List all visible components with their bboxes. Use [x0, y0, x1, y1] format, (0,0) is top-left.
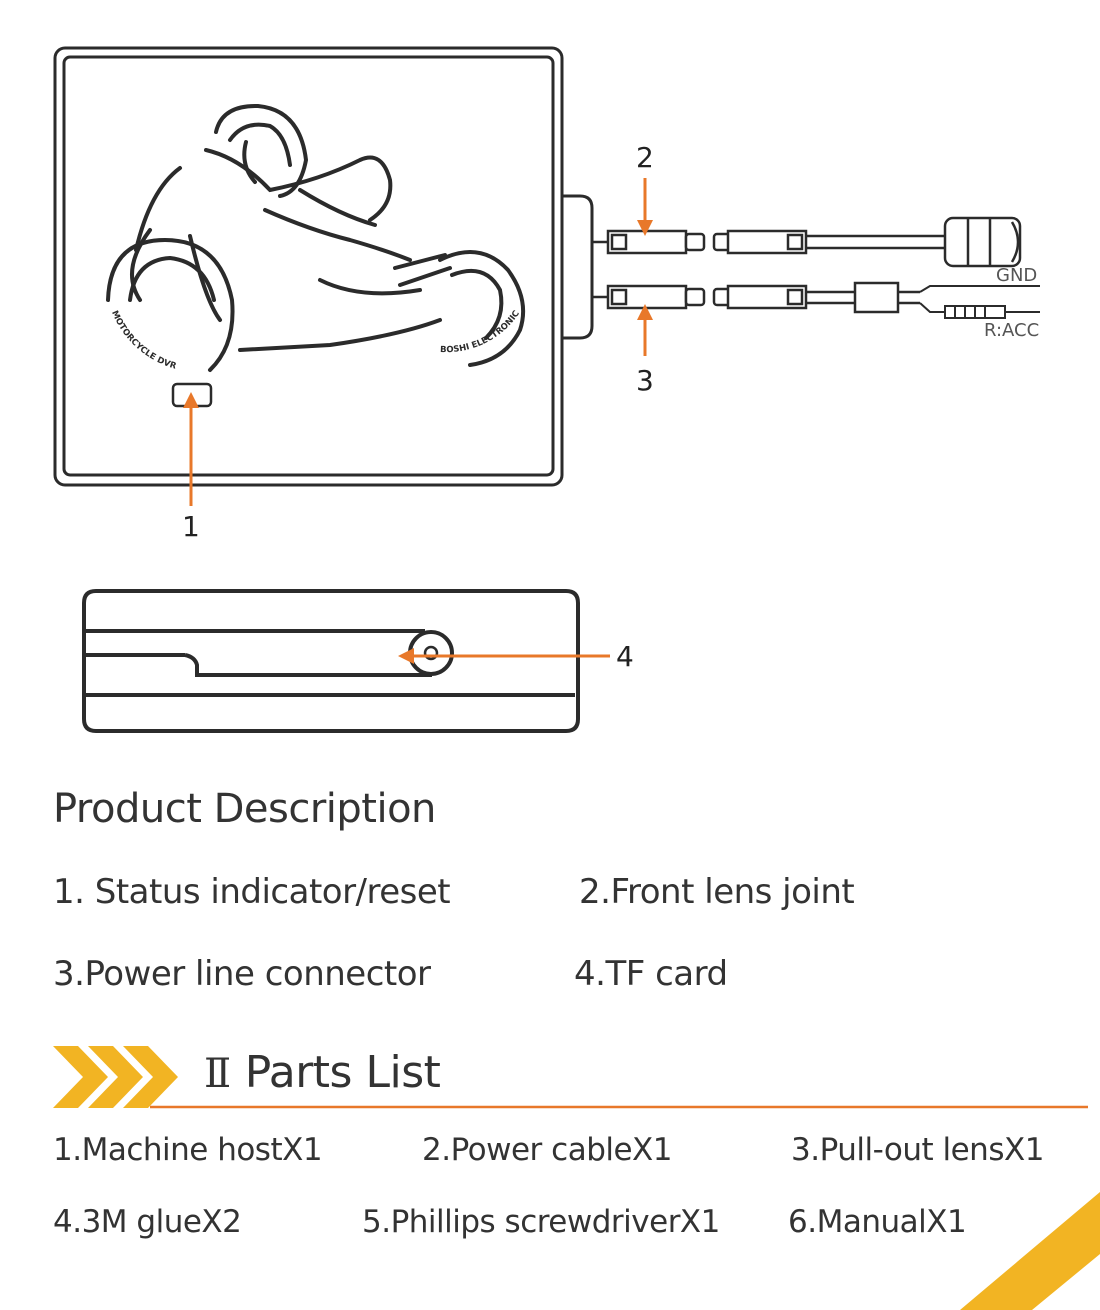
- callout-3: 3: [636, 364, 654, 397]
- description-item-1: 1. Status indicator/reset: [53, 872, 451, 912]
- section-number: Ⅱ: [204, 1051, 231, 1097]
- parts-item-3: 3.Pull-out lensX1: [791, 1132, 1044, 1168]
- motorcycle-rider-illustration: [106, 103, 526, 372]
- parts-list-title-text: Parts List: [244, 1047, 441, 1098]
- parts-item-4: 4.3M glueX2: [53, 1204, 242, 1240]
- callout-4: 4: [616, 640, 634, 673]
- dvr-host-body: [53, 46, 594, 487]
- parts-item-2: 2.Power cableX1: [422, 1132, 673, 1168]
- wire-label-acc: R:ACC: [984, 320, 1040, 341]
- logo-right-arc: BOSHI ELECTRONIC: [440, 309, 522, 355]
- chevron-icon: [53, 1046, 178, 1108]
- callout-2: 2: [636, 141, 654, 174]
- callout-1: 1: [182, 510, 200, 543]
- parts-list-title: Ⅱ Parts List: [204, 1047, 441, 1098]
- parts-item-6: 6.ManualX1: [788, 1204, 967, 1240]
- description-item-3: 3.Power line connector: [53, 954, 431, 994]
- callout-arrows: [183, 178, 653, 664]
- logo-left-arc: MOTORCYCLE DVR: [109, 309, 178, 372]
- parts-item-1: 1.Machine hostX1: [53, 1132, 323, 1168]
- dvr-side-view: [82, 589, 580, 733]
- cable-assembly: [592, 216, 1040, 319]
- parts-item-5: 5.Phillips screwdriverX1: [362, 1204, 720, 1240]
- description-item-4: 4.TF card: [574, 954, 728, 994]
- logo-arc-text: MOTORCYCLE DVR BOSHI ELECTRONIC: [109, 309, 522, 372]
- product-description-heading: Product Description: [53, 786, 436, 832]
- corner-stripe: [960, 1192, 1100, 1310]
- wire-label-gnd: GND: [996, 265, 1038, 286]
- description-item-2: 2.Front lens joint: [579, 872, 855, 912]
